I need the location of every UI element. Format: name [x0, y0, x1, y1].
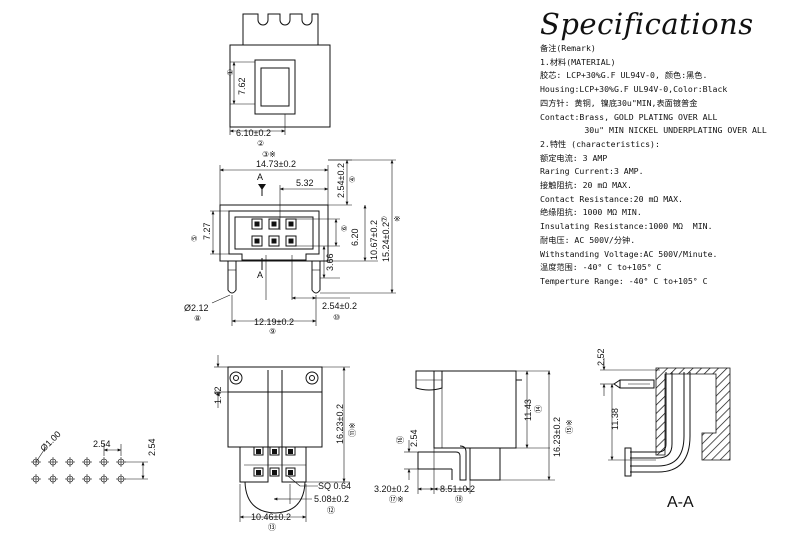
mark-762: ①: [226, 69, 235, 76]
dim-1623-right: 16.23±0.2: [552, 417, 562, 457]
dim-sq: SQ 0.64: [318, 481, 351, 491]
dim-1046: 10.46±0.2: [251, 512, 291, 522]
spec-line-temperature-en: Temperture Range: -40° C to+105° C: [540, 275, 708, 286]
mark-320: ⑰※: [389, 495, 404, 504]
dim-620: 6.20: [350, 228, 360, 246]
spec-line-housing-en: Housing:LCP+30%G.F UL94V-0,Color:Black: [540, 84, 728, 95]
top-view: ① 7.62 6.10±0.2 ②: [226, 13, 331, 148]
spec-line-current-en: Raring Current:3 AMP.: [540, 166, 644, 177]
pcb-holes: [31, 457, 126, 484]
dim-1623: 16.23±0.2: [335, 404, 345, 444]
mark-1219: ⑨: [269, 327, 276, 336]
dim-1143: 11.43: [523, 399, 533, 421]
section-label: A-A: [667, 494, 694, 511]
mark-212: ⑧: [194, 314, 201, 323]
section-a-top: A: [257, 172, 263, 182]
spec-line-temperature-cn: 温度范围: -40° C to+105° C: [540, 262, 662, 273]
dim-1219: 12.19±0.2: [254, 317, 294, 327]
dim-532: 5.32: [296, 178, 314, 188]
spec-line-contact-cn: 四方针: 黄铜, 镍底30u"MIN,表面镀普金: [540, 97, 698, 108]
dim-254-right: 2.54: [409, 429, 419, 447]
mark-1143: ⑭: [534, 405, 543, 413]
spec-line-contact-en: Contact:Brass, GOLD PLATING OVER ALL: [540, 111, 718, 122]
mark-851: ⑱: [455, 495, 463, 504]
dim-366: 3.66: [325, 253, 335, 271]
mark-1046: ⑬: [268, 523, 276, 532]
mark-1623-right: ⑮※: [565, 419, 574, 434]
side-view: 1.42 16.23±0.2 ⑪※ SQ 0.64 5.08±0.2 ⑫ 10.…: [213, 355, 357, 532]
mark-254-bot: ⑩: [333, 313, 340, 322]
mark-254-right: ⑯: [396, 436, 405, 444]
section-view: 2.52 11.38 A-A: [596, 348, 731, 511]
specifications-panel: Specifications 备注(Remark) 1.材料(MATERIAL)…: [540, 8, 798, 289]
side-pins: [253, 446, 296, 477]
spec-line-insulation-en: Insulating Resistance:1000 MΩ MIN.: [540, 221, 713, 232]
dim-508: 5.08±0.2: [314, 494, 349, 504]
spec-line-contact-en-cont: 30u" MIN NICKEL UNDERPLATING OVER ALL: [540, 125, 767, 136]
dim-1473: 14.73±0.2: [256, 159, 296, 169]
spec-line-remark: 备注(Remark): [540, 43, 596, 53]
right-view: 11.43 ⑭ 16.23±0.2 ⑮※ ⑯ 2.54 3.20±0.2 ⑰※ …: [374, 370, 574, 504]
mark-727: ⑤: [190, 235, 199, 242]
mark-508: ⑫: [327, 506, 335, 515]
dim-212: Ø2.12: [184, 303, 209, 313]
section-a-bottom: A: [257, 270, 263, 280]
dim-1067: 10.67±0.2: [369, 220, 379, 260]
dim-610: 6.10±0.2: [236, 128, 271, 138]
spec-line-housing-cn: 胶芯: LCP+30%G.F UL94V-0, 颜色:黑色.: [540, 70, 708, 81]
dim-320: 3.20±0.2: [374, 484, 409, 494]
spec-line-current-cn: 额定电流: 3 AMP: [540, 152, 608, 163]
mark-254-top: ④: [348, 176, 357, 183]
dim-252: 2.52: [596, 348, 606, 366]
pcb-layout: Ø1.00 2.54 2.54: [31, 429, 157, 484]
dim-762: 7.62: [237, 77, 247, 95]
dim-142: 1.42: [213, 386, 223, 404]
spec-line-resistance-en: Contact Resistance:20 mΩ MAX.: [540, 193, 683, 204]
mark-front-top: ③※: [262, 150, 276, 159]
spec-line-voltage-cn: 耐电压: AC 500V/分钟.: [540, 234, 636, 245]
mark-1623: ⑪※: [348, 422, 357, 437]
spec-line-material-heading: 1.材料(MATERIAL): [540, 56, 616, 67]
spec-line-characteristics-heading: 2.特性 (characteristics):: [540, 138, 660, 149]
dim-254-bot: 2.54±0.2: [322, 301, 357, 311]
mark-610: ②: [257, 139, 264, 148]
spec-title: Specifications: [540, 7, 754, 41]
mark-620: ⑥: [340, 225, 349, 232]
dim-1138: 11.38: [610, 408, 620, 430]
dim-1524: 15.24±0.2: [381, 222, 391, 262]
front-view: ③※ 14.73±0.2 5.32 2.54±0.2 ④ A A: [184, 150, 402, 336]
spec-line-insulation-cn: 绝缘阻抗: 1000 MΩ MIN.: [540, 207, 642, 218]
dim-pitch-h: 2.54: [93, 439, 111, 449]
mark-1067: ⑦: [380, 216, 389, 223]
dim-hole: Ø1.00: [38, 429, 62, 453]
mark-1524: ※: [393, 215, 402, 222]
dim-727: 7.27: [202, 222, 212, 240]
dim-254-top: 2.54±0.2: [336, 163, 346, 198]
dim-pitch-v: 2.54: [147, 438, 157, 456]
spec-line-voltage-en: Withstanding Voltage:AC 500V/Minute.: [540, 248, 718, 259]
pin-grid: [251, 218, 297, 247]
spec-line-resistance-cn: 接触阻抗: 20 mΩ MAX.: [540, 180, 632, 191]
dim-851: 8.51±0.2: [440, 484, 475, 494]
